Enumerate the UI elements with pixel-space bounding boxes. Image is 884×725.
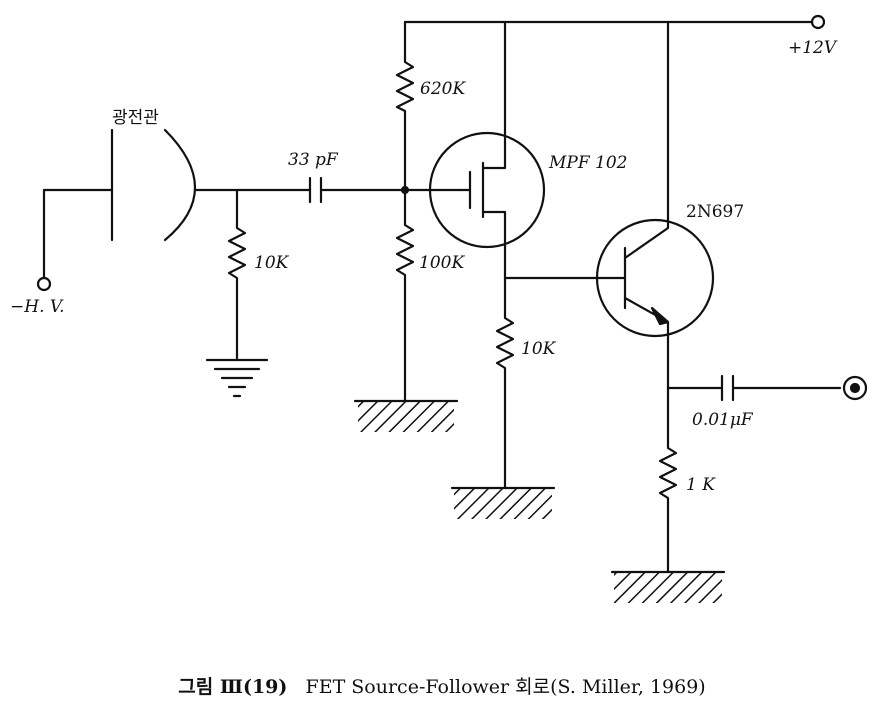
hv-wire [42, 188, 114, 280]
label-supply: +12V [788, 38, 838, 58]
output-terminal-outer [842, 375, 868, 401]
fet-gate [458, 170, 472, 210]
capacitor-33pf [308, 176, 462, 204]
ground-hatch-3 [614, 573, 722, 603]
fet-envelope [428, 131, 546, 249]
hv-terminal [36, 276, 52, 292]
supply-terminal [810, 14, 826, 30]
label-r-620k: 620K [420, 79, 466, 99]
fet-drain [481, 20, 507, 170]
ground-hatch-2 [454, 489, 552, 519]
label-hv: −H. V. [10, 297, 65, 317]
figure-title: FET Source-Follower 회로(S. Miller, 1969) [305, 676, 706, 698]
label-r-10k-source: 10K [521, 339, 557, 359]
label-r-1k: 1 K [686, 475, 716, 495]
bjt-emitter [623, 296, 670, 390]
emitter-arrow [650, 306, 670, 326]
fet-source [481, 210, 507, 280]
photocell-arc [163, 128, 196, 242]
output-wire [666, 374, 842, 402]
resistor-100k [395, 188, 415, 402]
label-r-10k-left: 10K [254, 253, 290, 273]
bjt-envelope [595, 218, 715, 338]
ground-hatch-1 [358, 402, 454, 432]
resistor-620k [395, 20, 415, 192]
label-cap-33pf: 33 pF [288, 150, 339, 170]
output-terminal-inner [849, 382, 861, 394]
label-bjt: 2N697 [686, 202, 744, 222]
resistor-10k-source [495, 276, 515, 490]
label-photomultiplier: 광전관 [112, 108, 159, 128]
figure-caption: 그림 Ⅲ(19) FET Source-Follower 회로(S. Mille… [0, 672, 884, 699]
bjt-collector [623, 20, 670, 260]
label-fet: MPF 102 [548, 153, 628, 173]
resistor-1k [658, 386, 678, 574]
resistor-10k-left [227, 188, 247, 360]
chassis-ground [205, 358, 269, 398]
label-r-100k: 100K [419, 253, 465, 273]
label-cap-out: 0.01μF [692, 410, 754, 430]
figure-number: 그림 Ⅲ(19) [178, 676, 288, 698]
